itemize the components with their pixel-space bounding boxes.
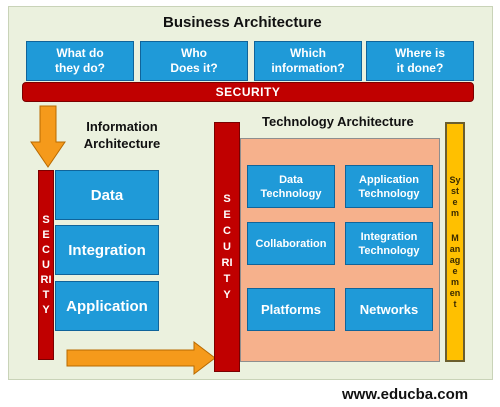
question-what-box: What do they do?: [26, 41, 134, 81]
business-security-bar: SECURITY: [22, 82, 474, 102]
data-box: Data: [55, 170, 159, 220]
integration-technology-box: Integration Technology: [345, 222, 433, 265]
question-which-box: Which information?: [254, 41, 362, 81]
collaboration-box: Collaboration: [247, 222, 335, 265]
footer-url: www.educba.com: [342, 386, 469, 403]
question-who-box: Who Does it?: [140, 41, 248, 81]
information-security-label: SECURITY: [40, 213, 52, 316]
integration-box: Integration: [55, 225, 159, 275]
information-security-bar: SECURITY: [38, 170, 54, 360]
right-arrow-icon: [66, 340, 216, 376]
platforms-box: Platforms: [247, 288, 335, 331]
business-architecture-title: Business Architecture: [163, 14, 322, 31]
technology-security-bar: SECURITY: [214, 122, 240, 372]
down-arrow-icon: [30, 105, 66, 168]
networks-box: Networks: [345, 288, 433, 331]
information-architecture-title: Information Architecture: [83, 119, 161, 151]
application-technology-box: Application Technology: [345, 165, 433, 208]
data-technology-box: Data Technology: [247, 165, 335, 208]
technology-security-label: SECURITY: [221, 193, 233, 301]
question-where-box: Where is it done?: [366, 41, 474, 81]
technology-architecture-title: Technology Architecture: [262, 114, 414, 129]
application-box: Application: [55, 281, 159, 331]
